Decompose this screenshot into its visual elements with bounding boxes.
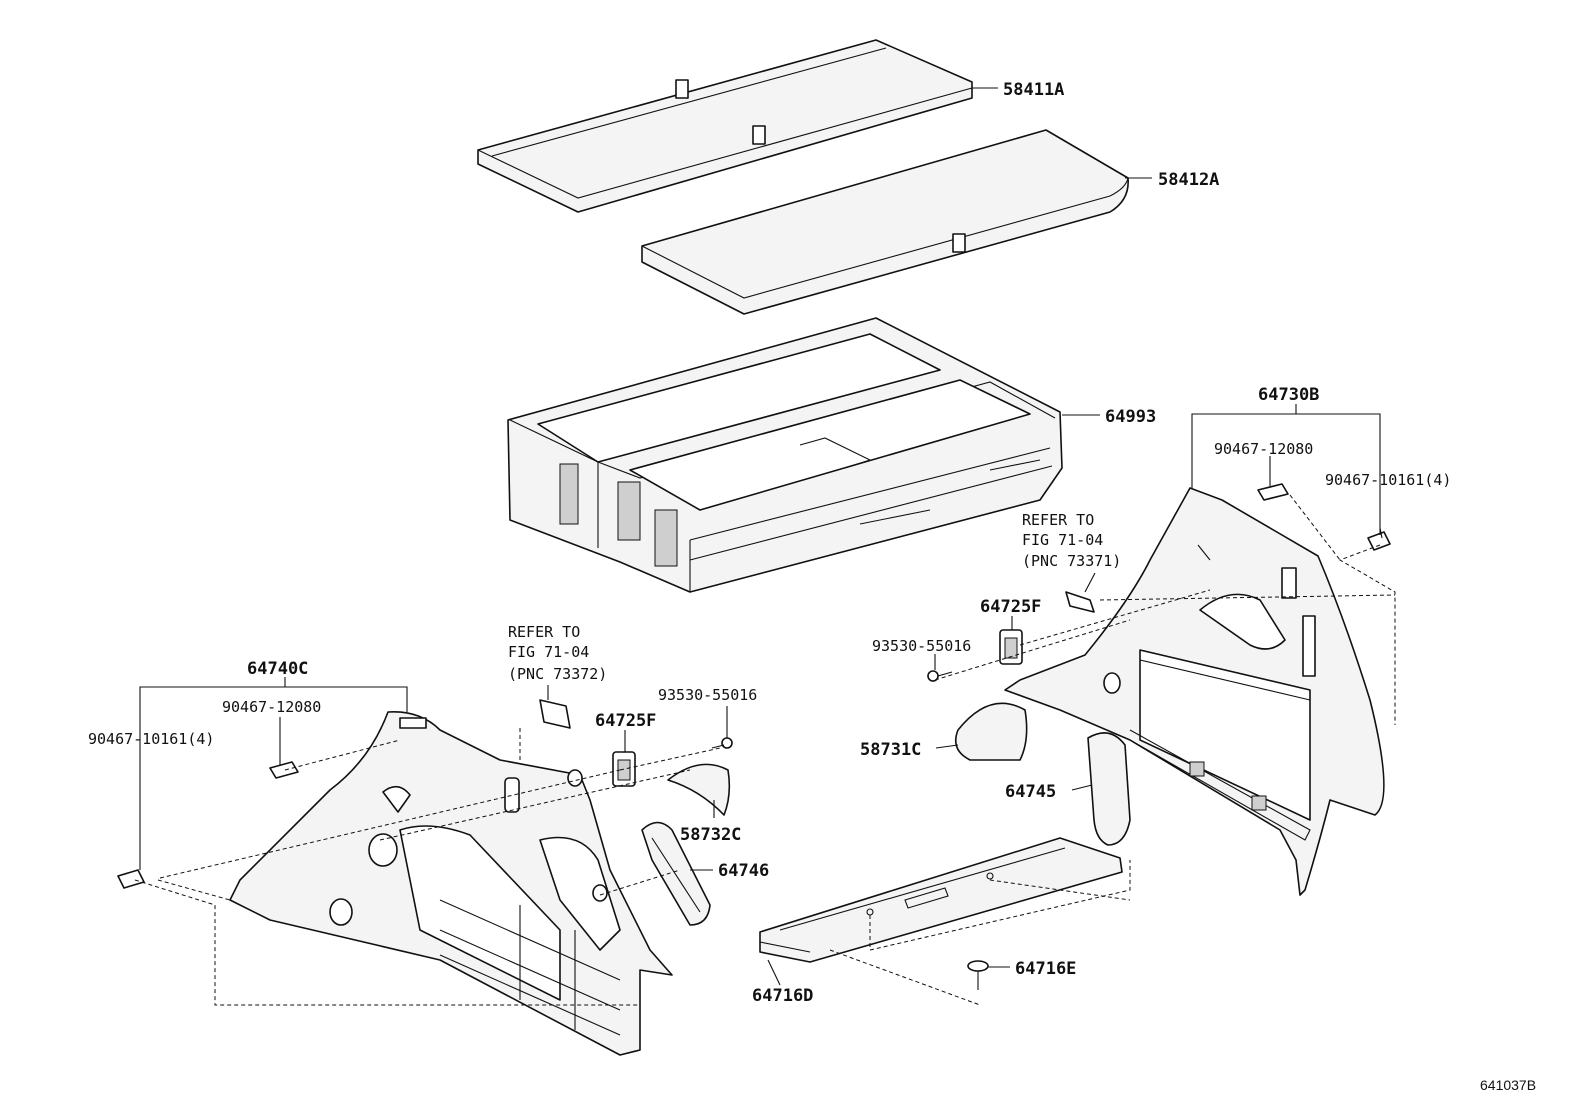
label-58412A: 58412A: [1158, 170, 1219, 190]
clip-90467-12080-left: [269, 761, 299, 779]
hook-64725F-right: [999, 629, 1023, 665]
label-64745: 64745: [1005, 782, 1056, 802]
label-64716E: 64716E: [1015, 959, 1076, 979]
clip-64716E: [967, 960, 989, 990]
refer-to-right-2: FIG 71-04: [1022, 531, 1103, 549]
cover-64745: [1087, 732, 1131, 846]
refer-to-left-1: REFER TO: [508, 623, 580, 641]
label-90467-10161-right: 90467-10161(4): [1325, 471, 1451, 489]
push-clip-90467-10161-left: [117, 869, 145, 889]
alignment-lines: [134, 494, 1396, 1006]
figure-id: 641037B: [1480, 1077, 1536, 1093]
label-58731C: 58731C: [860, 740, 921, 760]
label-64730B: 64730B: [1258, 385, 1319, 405]
deck-board-upper: [477, 39, 973, 213]
left-quarter-trim: [229, 711, 673, 1056]
refer-to-left-3: (PNC 73372): [508, 665, 607, 683]
label-64725F-right: 64725F: [980, 597, 1041, 617]
screw-93530-55016-left: [711, 737, 733, 749]
label-64993: 64993: [1105, 407, 1156, 427]
scuff-plate: [759, 837, 1123, 963]
cover-58731C: [954, 702, 1028, 761]
label-93530-55016-left: 93530-55016: [658, 686, 757, 704]
refer-to-right-1: REFER TO: [1022, 511, 1094, 529]
label-58411A: 58411A: [1003, 80, 1064, 100]
screw-93530-55016-right: [927, 670, 953, 682]
label-93530-55016-right: 93530-55016: [872, 637, 971, 655]
hook-64725F-left: [612, 751, 636, 787]
label-90467-12080-right: 90467-12080: [1214, 440, 1313, 458]
right-quarter-trim: [1004, 487, 1385, 896]
label-64716D: 64716D: [752, 986, 813, 1006]
luggage-tray: [507, 317, 1063, 593]
ref-part-73371: [1065, 591, 1095, 613]
ref-part-73372: [539, 699, 571, 729]
label-64746: 64746: [718, 861, 769, 881]
label-64740C: 64740C: [247, 659, 308, 679]
label-58732C: 58732C: [680, 825, 741, 845]
label-90467-10161-left: 90467-10161(4): [88, 730, 214, 748]
refer-to-right-3: (PNC 73371): [1022, 552, 1121, 570]
label-64725F-left: 64725F: [595, 711, 656, 731]
cover-58732C: [667, 763, 731, 816]
label-90467-12080-left: 90467-12080: [222, 698, 321, 716]
clip-90467-12080-right: [1257, 483, 1289, 501]
leader-lines: [139, 87, 1381, 986]
push-clip-90467-10161-right: [1367, 527, 1391, 551]
cover-64746: [641, 821, 711, 926]
refer-to-left-2: FIG 71-04: [508, 643, 589, 661]
